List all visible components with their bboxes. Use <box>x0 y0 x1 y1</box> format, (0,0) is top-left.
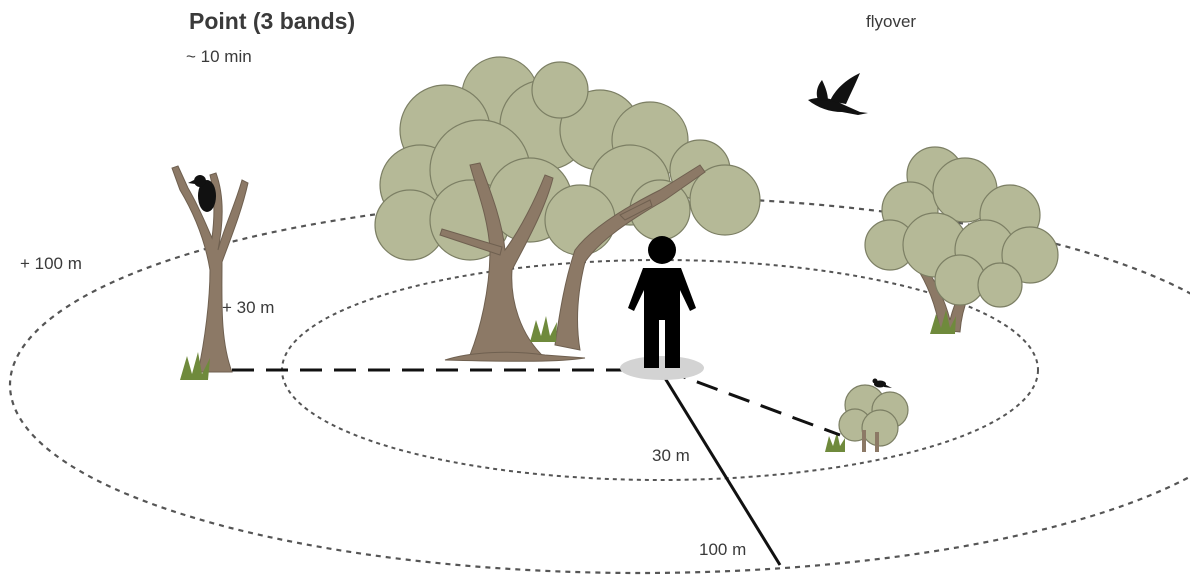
observer-icon <box>628 236 696 368</box>
shrub-icon <box>865 147 1058 332</box>
small-bird-icon <box>873 379 893 389</box>
bird-flying-icon <box>808 73 868 115</box>
inner-radius-label: 30 m <box>652 446 690 466</box>
flyover-label: flyover <box>866 12 916 32</box>
diagram-title: Point (3 bands) <box>189 8 355 35</box>
observer-shadow <box>620 356 704 380</box>
outer-band-label: + 100 m <box>20 254 82 274</box>
outer-radius-label: 100 m <box>699 540 746 560</box>
tree-icon <box>375 57 760 361</box>
detection-line <box>665 370 840 435</box>
duration-label: ~ 10 min <box>186 47 252 67</box>
inner-band-label: + 30 m <box>222 298 274 318</box>
radius-line <box>660 370 780 565</box>
shrub-icon <box>839 385 908 452</box>
